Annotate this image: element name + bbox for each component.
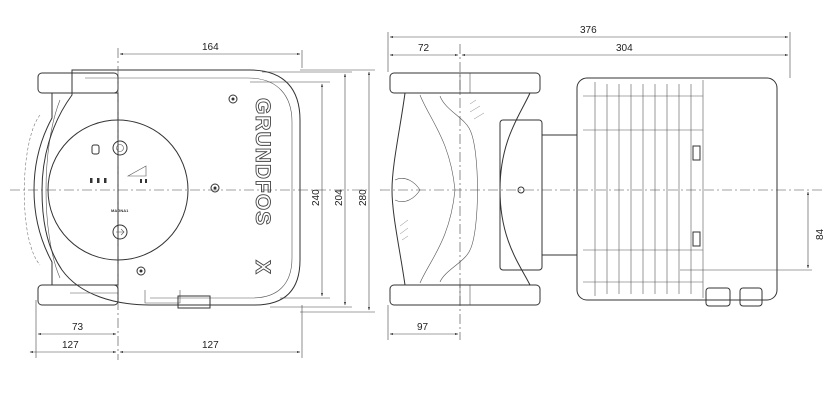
dim-164-text: 164 [202,42,219,53]
side-motor-body [576,77,778,301]
front-screw-top [228,94,238,104]
front-led-3 [104,178,107,183]
front-foot-connector [177,295,211,309]
dim-240-text: 240 [311,189,322,206]
front-brand-mark: X [251,260,274,275]
dim-127-left-text: 127 [62,340,79,351]
front-mode-led-2 [145,179,147,183]
front-housing-inner-edge [85,77,293,299]
front-screw-top-inner [231,97,235,101]
dim-204-text: 204 [334,189,345,206]
front-pump-body [33,92,119,286]
side-neck [541,134,578,256]
side-cable-gland-1 [705,287,731,307]
side-cable-gland-2 [739,287,763,307]
side-motor-fins [583,82,703,296]
front-view: MAGNA1 GRUNDFOS X [23,69,301,309]
front-button-top-inner [116,144,124,152]
front-button-bottom-arrow [116,228,125,236]
front-control-box [41,69,301,306]
front-brand-text: GRUNDFOS [251,98,274,226]
side-top-flange [389,72,541,94]
front-top-flange [37,72,119,94]
dim-72-text: 72 [418,43,430,54]
front-mode-led-1 [140,179,142,183]
dim-304-text: 304 [616,43,633,54]
side-housing-contour-2 [439,95,478,283]
front-bottom-flange [37,284,119,306]
front-screw-left-inner [213,186,217,190]
front-screw-bottom-inner [139,269,143,273]
side-view [389,72,778,307]
dim-84-text: 84 [815,228,826,240]
side-pump-housing [391,92,531,286]
dim-73-text: 73 [72,322,84,333]
side-coupling [499,119,543,271]
side-terminal-upper [692,145,701,161]
front-model-label: MAGNA1 [111,208,129,213]
side-dimensions: 376 72 304 97 84 [387,25,826,340]
front-indicator-light [91,144,100,155]
dim-127-right-text: 127 [202,340,219,351]
front-led-2 [97,178,100,183]
front-screw-left [210,183,220,193]
front-button-top [112,140,128,156]
dim-280-text: 280 [358,189,369,206]
dim-97-text: 97 [417,322,429,333]
side-bottom-flange [389,284,541,306]
side-housing-contour-1 [419,94,456,284]
front-dimensions: 164 73 127 127 240 204 280 [29,42,375,358]
front-button-bottom [112,224,128,240]
side-terminal-lower [692,231,701,247]
side-housing-hatch [399,99,485,241]
front-base-plate [70,290,181,304]
front-led-1 [90,178,93,183]
front-screw-bottom [136,266,146,276]
front-speed-indicator [126,165,147,177]
dim-376-text: 376 [580,25,597,36]
